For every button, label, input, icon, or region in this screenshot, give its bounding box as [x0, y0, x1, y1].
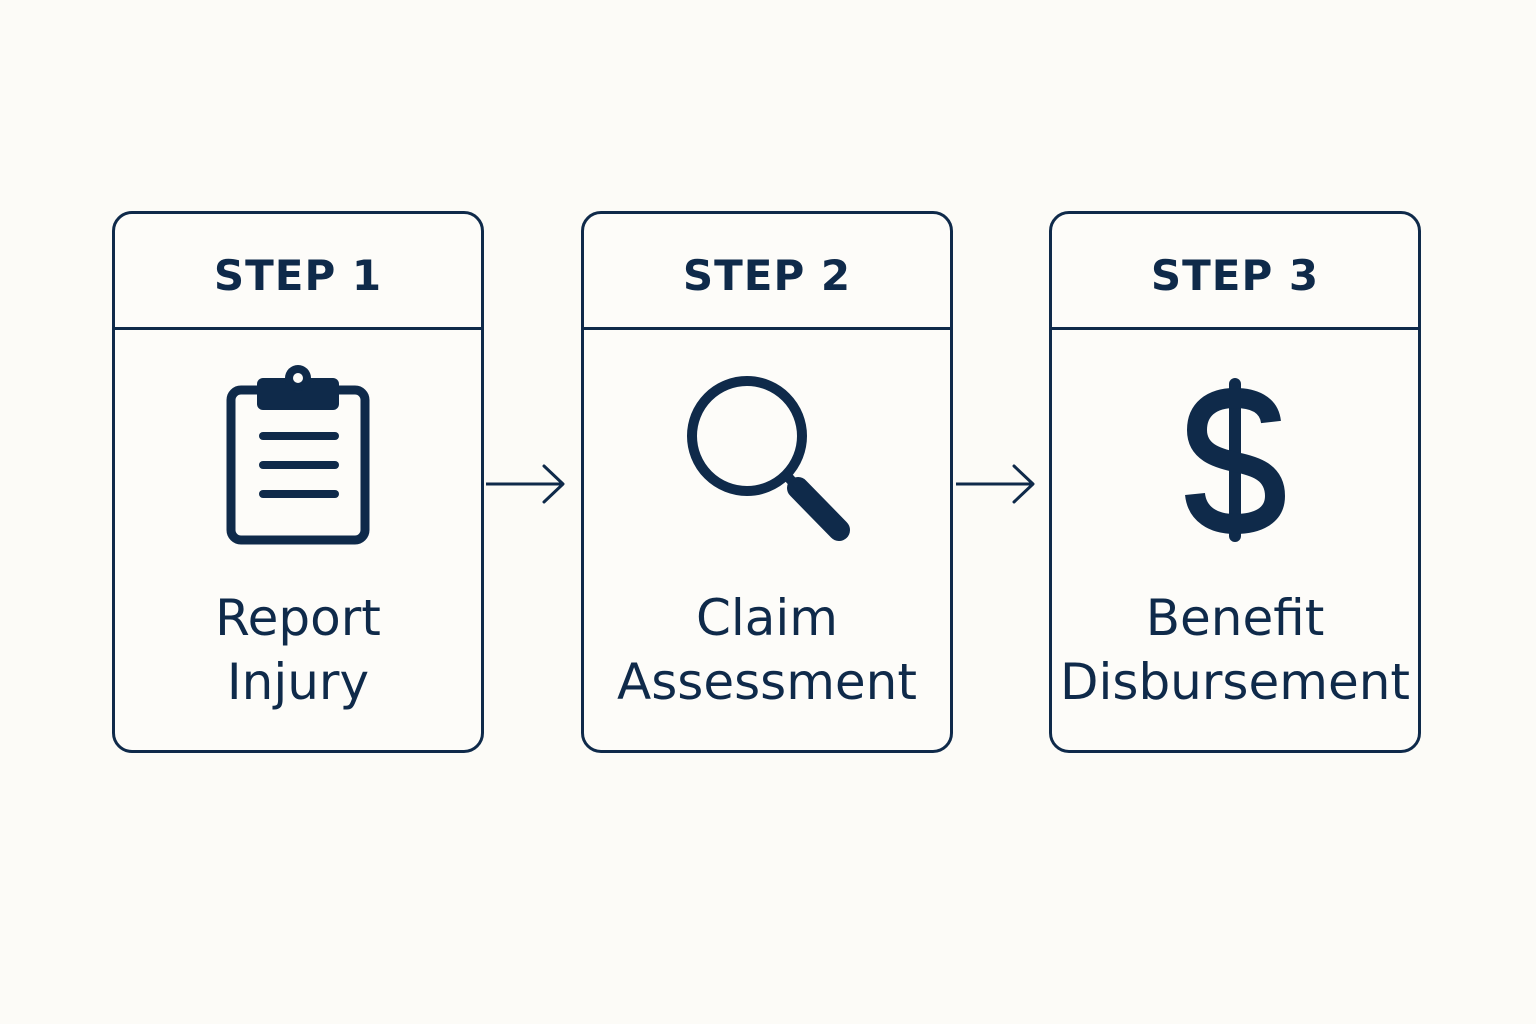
step-label: STEP 1 — [213, 251, 383, 300]
arrow-right-icon — [484, 462, 568, 510]
step-label: STEP 2 — [682, 251, 852, 300]
step-card-benefit-disbursement: STEP 3 Benefit Disbursement — [1049, 211, 1421, 753]
step-title-line: Report — [215, 589, 381, 647]
arrow-right-icon — [954, 462, 1038, 510]
step-header: STEP 2 — [584, 214, 950, 330]
step-title: Claim Assessment — [584, 586, 950, 714]
step-title: Benefit Disbursement — [1052, 586, 1418, 714]
step-title-line: Disbursement — [1060, 653, 1410, 711]
step-header: STEP 1 — [115, 214, 481, 330]
step-card-claim-assessment: STEP 2 Claim Assessment — [581, 211, 953, 753]
step-header: STEP 3 — [1052, 214, 1418, 330]
step-title: Report Injury — [115, 586, 481, 714]
step-label: STEP 3 — [1150, 251, 1320, 300]
step-title-line: Injury — [226, 653, 370, 711]
step-title-line: Claim — [695, 589, 839, 647]
dollar-sign-icon — [1052, 364, 1418, 554]
step-card-report-injury: STEP 1 Report Injury — [112, 211, 484, 753]
clipboard-icon — [115, 364, 481, 554]
step-title-line: Assessment — [617, 653, 917, 711]
step-title-line: Benefit — [1145, 589, 1325, 647]
magnifying-glass-icon — [584, 364, 950, 554]
